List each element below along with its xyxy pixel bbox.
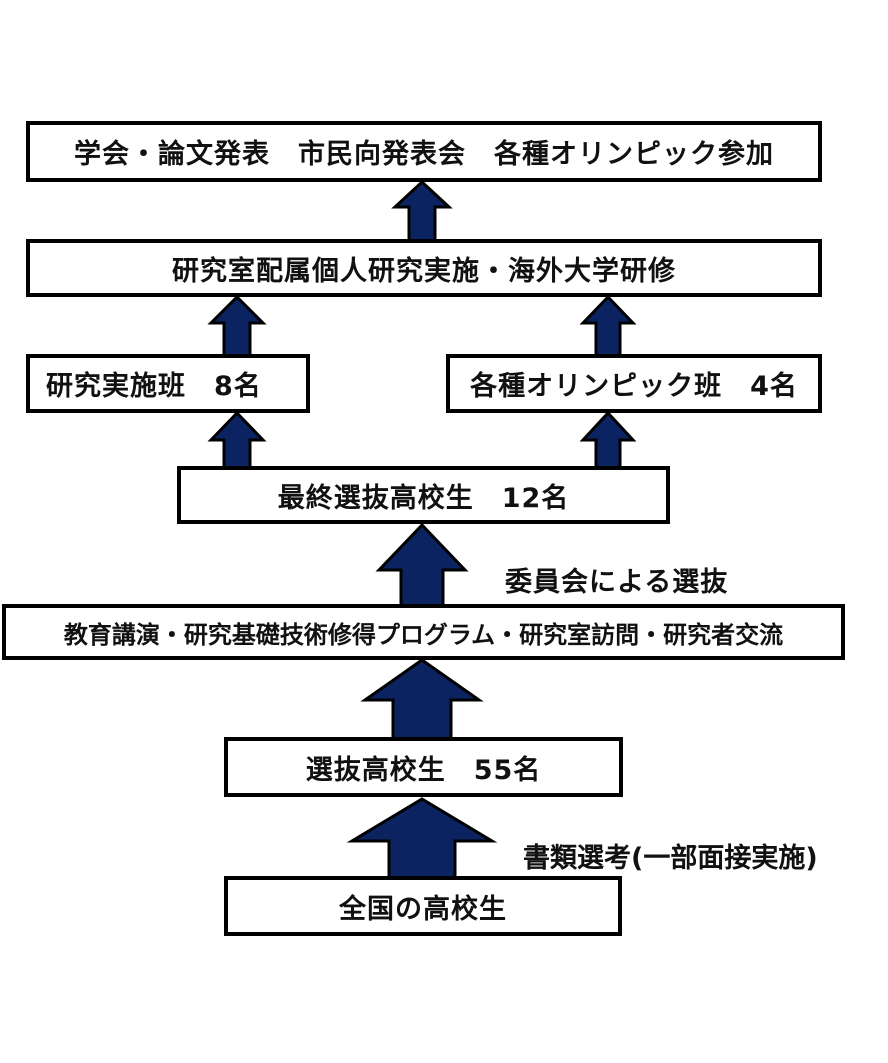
committee-selection-label: 委員会による選抜 (505, 567, 729, 598)
arrow-final-to-research-icon (207, 410, 267, 470)
outcomes-box: 学会・論文発表 市民向発表会 各種オリンピック参加 (26, 121, 822, 182)
selected-students-box: 選抜高校生 55名 (224, 737, 623, 797)
arrow-programs-to-final-icon (375, 522, 469, 608)
arrow-olympiad-to-lab-icon (579, 294, 637, 358)
final-selected-box: 最終選抜高校生 12名 (177, 466, 670, 524)
research-lab-box: 研究室配属個人研究実施・海外大学研修 (26, 239, 822, 297)
olympiad-team-box: 各種オリンピック班 4名 (446, 354, 822, 413)
arrow-to-outcomes-icon (391, 179, 453, 243)
arrow-final-to-olympiad-icon (579, 410, 637, 470)
programs-box: 教育講演・研究基礎技術修得プログラム・研究室訪問・研究者交流 (2, 604, 845, 660)
nationwide-students-box: 全国の高校生 (224, 876, 622, 936)
arrow-selected-to-programs-icon (360, 658, 484, 741)
arrow-research-to-lab-icon (207, 294, 267, 358)
research-team-box: 研究実施班 8名 (26, 354, 310, 413)
document-screening-label: 書類選考(一部面接実施) (523, 843, 818, 874)
arrow-nationwide-to-selected-icon (346, 797, 498, 880)
